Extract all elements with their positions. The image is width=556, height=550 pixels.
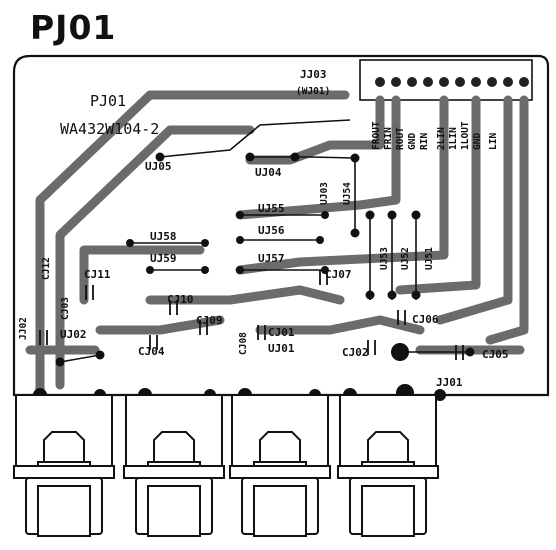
thin-traces [59, 119, 470, 363]
jumper-uj55-label: UJ55 [258, 202, 285, 215]
pin-label-3: ROUT [395, 127, 406, 150]
pin-label-9: GND [472, 133, 483, 150]
cap-cj12-label: CJ12 [41, 257, 52, 280]
pin-label-5: RIN [419, 133, 430, 150]
capacitor-symbols [39, 270, 464, 360]
board-outline [12, 54, 550, 397]
rca-jack-4 [337, 394, 439, 537]
jumper-uj04-label: UJ04 [255, 166, 282, 179]
pin-label-10: LIN [488, 133, 499, 150]
rca-jack-3 [229, 394, 331, 537]
cap-cj01-label: CJ01 [268, 326, 295, 339]
cap-cj02-label: CJ02 [342, 346, 369, 359]
jumper-jj01-label: JJ01 [436, 376, 463, 389]
connector-ref-label: JJ03 [300, 68, 327, 81]
pin-label-6: 2LIN [436, 127, 447, 150]
pin-label-7: 1LIN [448, 127, 459, 150]
cap-cj08-label: CJ08 [238, 332, 249, 355]
pin-label-4: GND [407, 133, 418, 150]
jumper-uj58-label: UJ58 [150, 230, 177, 243]
jumper-uj54-label: UJ54 [342, 182, 353, 205]
jumper-uj59-label: UJ59 [150, 252, 177, 265]
part-number-label: WA432W104-2 [60, 120, 159, 138]
cap-cj03-label: CJ03 [60, 297, 71, 320]
pin-label-2: FRIN [383, 127, 394, 150]
rca-jack-1 [13, 394, 115, 537]
cap-cj06-label: CJ06 [412, 313, 439, 326]
board-name-label: PJ01 [90, 92, 126, 110]
jumper-uj01-label: UJ01 [268, 342, 295, 355]
jumper-uj03-label: UJ03 [319, 182, 330, 205]
cap-cj07-label: CJ07 [325, 268, 352, 281]
pin-label-8: 1LOUT [460, 121, 471, 150]
page-title: PJ01 [30, 8, 117, 47]
jumper-uj57-label: UJ57 [258, 252, 285, 265]
jumper-uj52-label: UJ52 [400, 247, 411, 270]
cap-cj11-label: CJ11 [84, 268, 111, 281]
jumper-uj02-label: UJ02 [60, 328, 87, 341]
cap-cj05-label: CJ05 [482, 348, 509, 361]
pin-label-1: FROUT [371, 121, 382, 150]
jumper-jj02-label: JJ02 [18, 317, 29, 340]
cap-cj04-label: CJ04 [138, 345, 165, 358]
connector-pins [375, 77, 529, 87]
rca-jack-2 [123, 394, 225, 537]
pcb-traces [25, 90, 529, 395]
jumper-uj56-label: UJ56 [258, 224, 285, 237]
jumper-uj51-label: UJ51 [424, 247, 435, 270]
jumper-uj53-label: UJ53 [379, 247, 390, 270]
cap-cj10-label: CJ10 [167, 293, 194, 306]
jumper-uj05-label: UJ05 [145, 160, 172, 173]
cap-cj09-label: CJ09 [196, 314, 223, 327]
connector-subref-label: (WJ01) [296, 86, 330, 97]
